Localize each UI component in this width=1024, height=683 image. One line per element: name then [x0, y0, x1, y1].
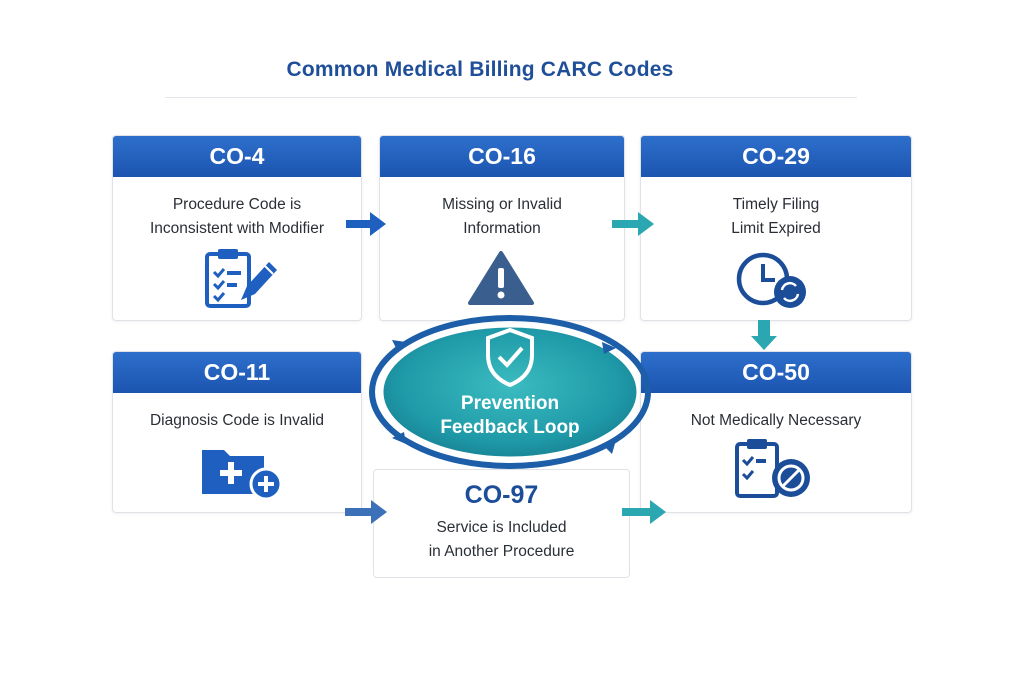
arrow-co16-to-co29 [612, 212, 654, 236]
card-description: Missing or Invalid Information [380, 177, 624, 241]
warning-icon [468, 251, 534, 305]
feedback-loop-line: Feedback Loop [440, 417, 580, 438]
card-code: CO-11 [113, 352, 361, 393]
card-line: Limit Expired [731, 220, 821, 237]
feedback-loop-label: Prevention Feedback Loop [400, 392, 620, 440]
card-line: Not Medically Necessary [690, 412, 862, 429]
card-line: in Another Procedure [428, 543, 575, 560]
folder-plus-icon [202, 450, 283, 500]
card-description: Not Medically Necessary [641, 393, 911, 433]
card-description: Diagnosis Code is Invalid [113, 393, 361, 433]
arrow-co4-to-co16 [346, 212, 386, 236]
shield-check-icon [486, 327, 534, 387]
card-co4: CO-4 Procedure Code is Inconsistent with… [112, 135, 362, 321]
clipboard-edit-icon [205, 249, 277, 308]
card-co97: CO-97 Service is Included in Another Pro… [373, 469, 630, 578]
card-line: Timely Filing [732, 196, 820, 213]
card-code: CO-4 [113, 136, 361, 177]
feedback-loop-cycle [369, 315, 651, 469]
arrow-co97-to-co50 [622, 500, 666, 524]
card-code: CO-97 [464, 481, 539, 509]
page-title: Common Medical Billing CARC Codes [286, 58, 674, 81]
card-line: Missing or Invalid [442, 196, 562, 213]
card-co16: CO-16 Missing or Invalid Information [379, 135, 625, 321]
feedback-loop-line: Prevention [460, 393, 560, 414]
title-divider [165, 97, 857, 98]
clock-refresh-icon [736, 252, 806, 308]
card-code: CO-29 [641, 136, 911, 177]
card-description: Timely Filing Limit Expired [641, 177, 911, 241]
arrow-co29-to-co50 [751, 320, 777, 350]
card-line: Diagnosis Code is Invalid [149, 412, 325, 429]
card-description: Service is Included in Another Procedure [374, 516, 629, 564]
card-line: Inconsistent with Modifier [149, 220, 325, 237]
arrow-co11-to-co97 [345, 500, 387, 524]
card-description: Procedure Code is Inconsistent with Modi… [113, 177, 361, 241]
card-line: Service is Included [436, 519, 567, 536]
card-line: Procedure Code is [172, 196, 302, 213]
card-line: Information [463, 220, 541, 237]
clipboard-denied-icon [735, 439, 810, 498]
card-code: CO-50 [641, 352, 911, 393]
card-code: CO-16 [380, 136, 624, 177]
